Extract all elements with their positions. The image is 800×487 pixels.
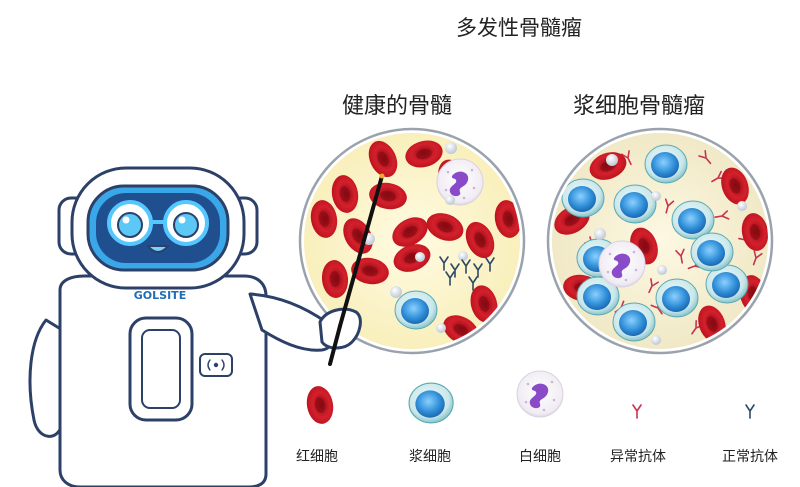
platelet-dots xyxy=(594,154,747,345)
white-cell xyxy=(436,158,484,206)
legend-plasma-cell-label: 浆细胞 xyxy=(409,449,451,465)
legend-red-cell-icon xyxy=(303,384,337,426)
legend-white-cell-label: 白细胞 xyxy=(519,449,561,465)
platelet-dots xyxy=(363,142,468,333)
myeloma-panel-title: 浆细胞骨髓瘤 xyxy=(573,94,706,119)
healthy-panel-title: 健康的骨髓 xyxy=(342,94,453,119)
legend-abnormal-antibody-label: 异常抗体 xyxy=(610,449,666,465)
white-cell xyxy=(598,240,646,288)
robot-logo: GOLSITE xyxy=(134,289,186,302)
myeloma-marrow-panel xyxy=(546,127,774,355)
diagram-title: 多发性骨髓瘤 xyxy=(456,16,582,40)
legend-normal-antibody-icon xyxy=(745,404,755,419)
legend-icons xyxy=(303,370,755,426)
legend-plasma-cell-icon xyxy=(408,382,454,424)
legend-abnormal-antibody-icon xyxy=(632,404,642,419)
legend-normal-antibody-label: 正常抗体 xyxy=(722,449,778,465)
legend-red-cell-label: 红细胞 xyxy=(296,449,338,465)
plasma-cell xyxy=(394,290,438,330)
robot-mascot xyxy=(28,166,362,487)
robot-eyes xyxy=(107,200,209,246)
legend-white-cell-icon xyxy=(516,370,564,418)
robot-mouth xyxy=(147,245,169,253)
healthy-marrow-panel xyxy=(298,127,526,355)
pointer-stick xyxy=(328,173,385,366)
